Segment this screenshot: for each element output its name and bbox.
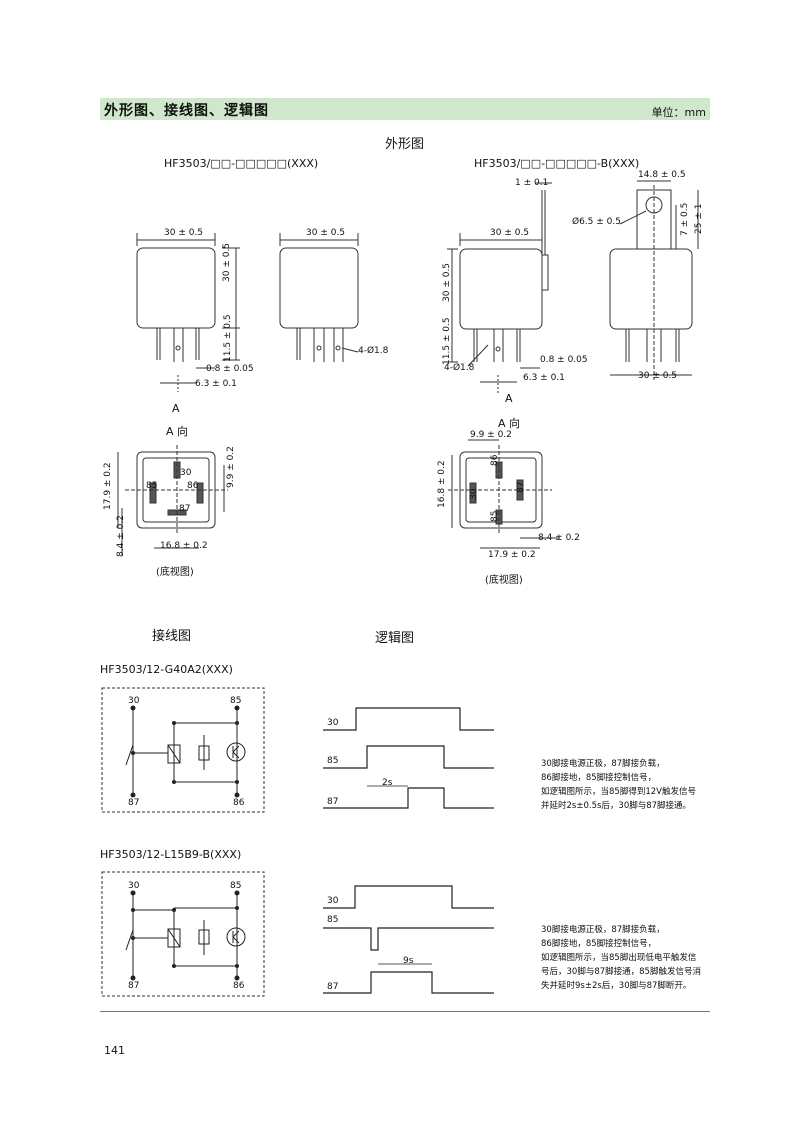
page-number: 141 — [104, 1044, 125, 1057]
diagram1-delay: 2s — [382, 778, 393, 788]
dim-left-w30a: 30 ± 0.5 — [164, 228, 204, 238]
diagram2-signal-30: 30 — [327, 896, 339, 906]
dim-right-w30a: 30 ± 0.5 — [490, 228, 530, 238]
signal2-87-waveform — [323, 971, 494, 994]
dim-right-d6-5: Ø6.5 ± 0.5 — [572, 217, 621, 227]
right-model-label: HF3503/□□-□□□□□-B(XXX) — [474, 157, 640, 170]
diagram2-pin-30: 30 — [128, 881, 140, 891]
diagram1-pin-85: 85 — [230, 696, 242, 706]
diagram1-pin-86: 86 — [233, 798, 245, 808]
dim-right-d8-4: 8.4 ± 0.2 — [538, 533, 580, 543]
pin-label-30-left: 30 — [180, 468, 192, 478]
outline-title: 外形图 — [385, 137, 425, 152]
left-side-body — [279, 247, 359, 329]
dim-right-d17-9: 17.9 ± 0.2 — [488, 550, 536, 560]
signal1-85-waveform — [323, 745, 494, 769]
diagram1-model: HF3503/12-G40A2(XXX) — [100, 663, 233, 676]
diagram2-signal-85: 85 — [327, 915, 339, 925]
diagram2-delay: 9s — [403, 956, 414, 966]
view-a-left-title: A 向 — [166, 425, 189, 438]
dim-right-d14-8: 14.8 ± 0.5 — [638, 170, 686, 180]
diagram1-pin-30: 30 — [128, 696, 140, 706]
section-header-bar — [100, 98, 710, 120]
dim-left-w30b: 30 ± 0.5 — [306, 228, 346, 238]
view-a-right-title: A 向 — [498, 417, 521, 430]
dim-right-d6-3: 6.3 ± 0.1 — [523, 373, 565, 383]
signal2-85-waveform — [323, 927, 494, 951]
left-model-label: HF3503/□□-□□□□□(XXX) — [164, 157, 319, 170]
dim-right-hole: 4-Ø1.8 — [444, 363, 475, 373]
dim-left-d16-8: 16.8 ± 0.2 — [160, 541, 208, 551]
left-front-body — [136, 247, 216, 329]
diagram2-note: 30脚接电源正极，87脚接负载， 86脚接地，85脚接控制信号， 如逻辑图所示，… — [541, 925, 701, 991]
unit-label: 单位：mm — [651, 106, 706, 119]
diagram2-signal-87: 87 — [327, 982, 339, 992]
section-title: 外形图、接线图、逻辑图 — [104, 103, 269, 119]
dim-left-hole: 4-Ø1.8 — [358, 346, 389, 356]
dim-right-w30b: 30 ± 0.5 — [638, 371, 678, 381]
diagram1-pin-87: 87 — [128, 798, 140, 808]
left-bottom-view-label: (底视图) — [156, 567, 194, 578]
diagram2-pin-86: 86 — [233, 981, 245, 991]
pin-label-86-left: 86 — [187, 481, 199, 491]
pin-label-87-left: 87 — [179, 504, 191, 514]
logic-title: 逻辑图 — [375, 631, 415, 646]
arrow-a-left: A — [172, 402, 180, 415]
diagram2-pin-85: 85 — [230, 881, 242, 891]
signal1-30-waveform — [323, 707, 494, 731]
diagram1-signal-30: 30 — [327, 718, 339, 728]
diagram2-model: HF3503/12-L15B9-B(XXX) — [100, 848, 242, 861]
dim-left-d0-8: 0.8 ± 0.05 — [206, 364, 254, 374]
diagram1-note: 30脚接电源正极，87脚接负载， 86脚接地，85脚接控制信号， 如逻辑图所示，… — [541, 759, 696, 811]
dim-right-d0-8: 0.8 ± 0.05 — [540, 355, 588, 365]
footer-rule — [100, 1011, 710, 1012]
dim-right-d1: 1 ± 0.1 — [515, 178, 549, 188]
diagram1-signal-85: 85 — [327, 756, 339, 766]
signal1-87-waveform — [323, 787, 494, 809]
dim-left-d6-3: 6.3 ± 0.1 — [195, 379, 237, 389]
diagram2-pin-87: 87 — [128, 981, 140, 991]
dim-right-d9-9: 9.9 ± 0.2 — [470, 430, 512, 440]
wiring-title: 接线图 — [152, 629, 192, 644]
signal2-30-waveform — [323, 885, 494, 909]
arrow-a-right: A — [505, 392, 513, 405]
right-bottom-view-label: (底视图) — [485, 575, 523, 586]
diagram1-signal-87: 87 — [327, 797, 339, 807]
pin-label-85-left: 85 — [146, 481, 158, 491]
